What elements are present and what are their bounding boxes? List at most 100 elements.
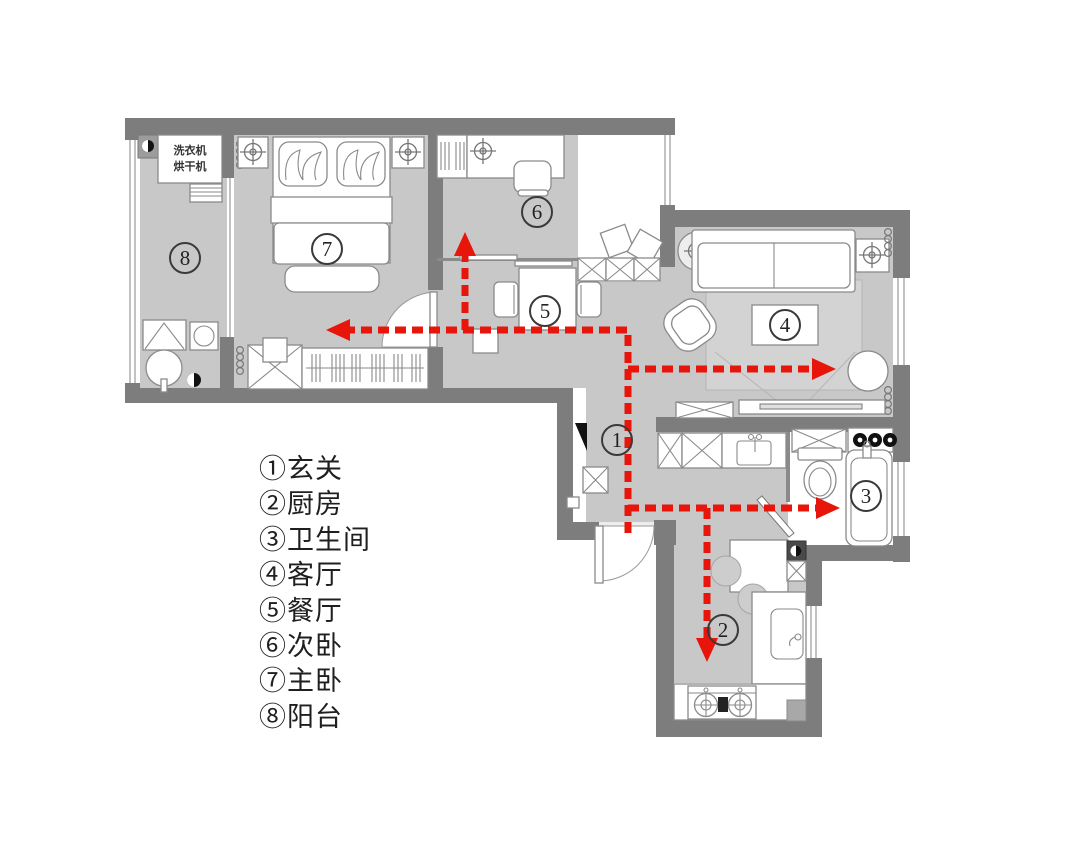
legend-name: 卫生间 [287,524,371,555]
washbasin-counter [721,432,787,469]
wall-bedroom7-east-lower [428,347,443,389]
partition-bathroom [786,432,790,502]
washer-dryer-box [157,134,223,184]
kitchen-window [806,606,822,658]
room-label-kitchen: 2 [707,614,739,646]
wall-bath-right-lower [893,536,910,562]
cushion-1 [599,223,635,259]
room6-window [660,135,675,205]
room-label-bathroom-num: 3 [860,483,872,508]
toilet [797,447,843,500]
arrow-right-bathroom [816,497,840,519]
wall-living-top [663,210,910,227]
room-label-second-bedroom: 6 [521,196,553,228]
wall-hall-bottom [557,522,599,540]
walls [125,118,910,737]
corridor-cabinets [657,432,787,469]
sofa [691,229,856,293]
legend-num: ③ [259,524,287,555]
radiator-balcony [189,183,223,203]
living-window [893,278,910,365]
wall-balcony-stub-top [220,135,234,178]
legend-name: 次卧 [287,631,343,662]
room-label-living: 4 [769,309,801,341]
electric-panel [575,423,587,451]
balcony-cabinet-chevron [142,319,187,351]
corner-column [786,699,807,722]
circulation-route [326,232,840,662]
room-label-entry-num: 1 [611,427,623,452]
armchair [663,298,717,352]
desk-chair [513,160,552,194]
legend-item-second-bedroom: ⑥次卧 [259,629,371,664]
washer-label: 洗衣机 [173,145,207,158]
wall-living-bottom [656,417,910,432]
legend-num: ⑦ [259,666,287,697]
legend-num: ④ [259,560,287,591]
wall-bottom-left-block [125,388,573,403]
room-label-second-bedroom-num: 6 [531,199,543,224]
room-label-master-bedroom-num: 7 [321,236,333,261]
corner-table-round [847,350,889,392]
room-label-bathroom: 3 [850,480,882,512]
legend: ①玄关 ②厨房 ③卫生间 ④客厅 ⑤餐厅 ⑥次卧 ⑦主卧 ⑧阳台 [259,452,371,735]
kitchen-sink [770,608,804,660]
legend-item-balcony: ⑧阳台 [259,700,371,735]
dryer-label: 烘干机 [173,161,207,173]
washer-dryer-label: 洗衣机 烘干机 [158,137,222,183]
tv [759,403,863,410]
wall-balcony-stub-bottom [220,337,234,389]
legend-num: ① [259,454,287,484]
arrow-left [326,319,350,341]
doorbell-box [566,496,580,509]
wall-door-corner [654,520,676,545]
room-label-dining: 5 [529,295,561,327]
wall-kitchen-right-upper [806,558,822,606]
legend-item-kitchen: ②厨房 [259,487,371,522]
closet-hanging [436,134,468,179]
room-label-living-num: 4 [779,312,791,337]
dining-chair-left [493,281,519,318]
entry [566,423,655,584]
legend-item-master-bedroom: ⑦主卧 [259,664,371,699]
sink-counter [751,591,807,685]
bed-sheet-band [270,196,393,224]
front-door [594,525,655,584]
kitchen [673,539,807,722]
arrow-down-kitchen [696,638,718,662]
second-bedroom [436,134,664,282]
room-label-entry: 1 [601,424,633,456]
wall-room6-right [660,205,675,267]
legend-num: ⑤ [259,595,287,626]
master-bedroom [236,136,438,390]
legend-name: 玄关 [287,454,343,484]
door-leaf [594,525,604,584]
legend-name: 主卧 [287,666,343,697]
sliding-door [459,254,573,267]
door-leaf [429,291,438,348]
room-label-dining-num: 5 [539,298,551,323]
washbasin [736,440,772,466]
legend-item-entry: ①玄关 [259,452,371,487]
stool-1 [710,555,742,587]
legend-item-dining: ⑤餐厅 [259,594,371,629]
bed-bench [284,265,380,293]
gas-stove [687,685,757,720]
wall-top [125,118,675,135]
legend-name: 餐厅 [287,595,343,626]
balcony [137,134,223,393]
wall-bath-bottom [788,545,910,561]
room-label-balcony-num: 8 [179,245,191,270]
legend-name: 阳台 [287,701,343,732]
balcony-cabinet-round [189,321,219,351]
legend-num: ⑧ [259,701,287,732]
balcony-window [125,140,140,383]
room-label-master-bedroom: 7 [311,233,343,265]
tv-sight-lines [714,351,856,409]
legend-num: ② [259,489,287,520]
legend-item-living: ④客厅 [259,558,371,593]
double-bed [270,136,393,265]
wall-kitchen-right-lower [806,658,822,722]
